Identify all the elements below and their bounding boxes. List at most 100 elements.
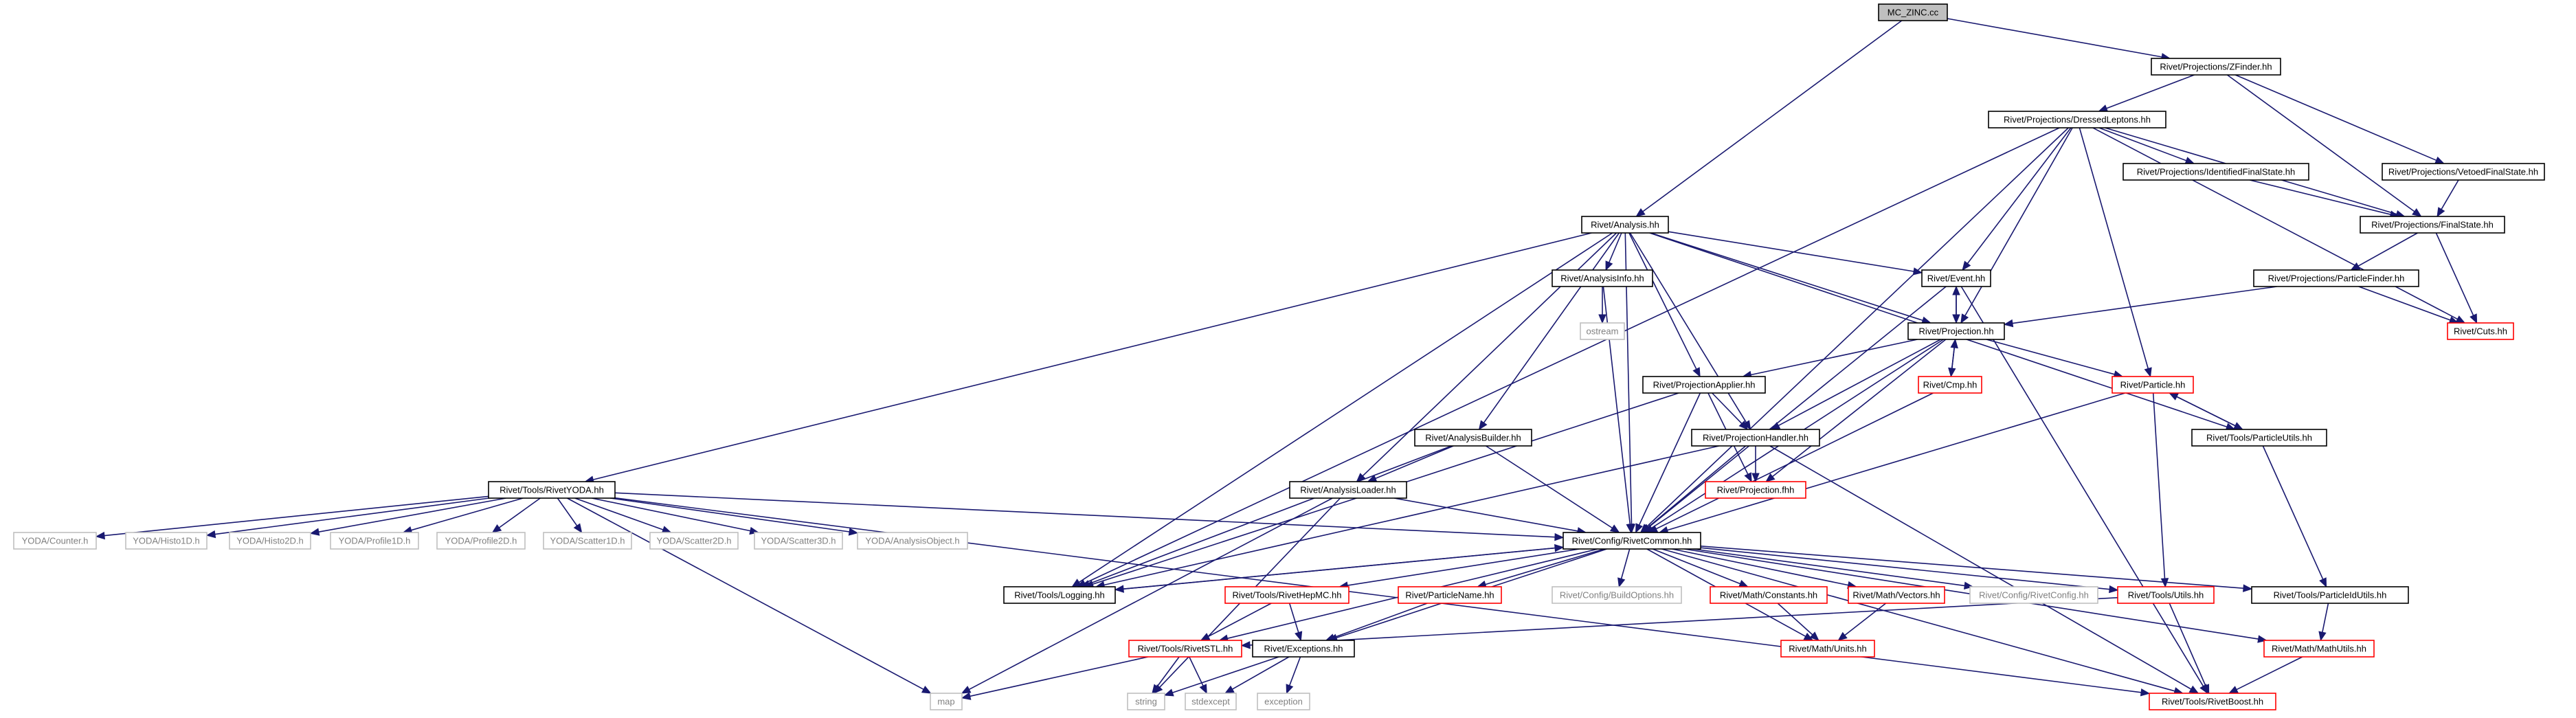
edge-arrowhead <box>1738 420 1749 430</box>
node-label: Rivet/Projections/ParticleFinder.hh <box>2268 273 2405 284</box>
node-exceptions[interactable]: Rivet/Exceptions.hh <box>1252 640 1355 658</box>
node-box <box>1580 322 1625 340</box>
node-hepmc[interactable]: Rivet/Tools/RivetHepMC.hh <box>1224 586 1349 604</box>
edge-line <box>2079 127 2149 369</box>
edge-idfs-to-finalstate <box>2249 179 2400 218</box>
node-box <box>2112 376 2194 394</box>
node-label: Rivet/Analysis.hh <box>1591 220 1659 230</box>
edge-hepmc-to-rivetstl <box>1200 603 1272 641</box>
node-label: Rivet/Config/RivetCommon.hh <box>1572 536 1692 546</box>
node-box <box>1780 640 1875 658</box>
node-vectors[interactable]: Rivet/Math/Vectors.hh <box>1848 586 1945 604</box>
edge-rivetyoda-to-yoda_ao <box>609 497 859 536</box>
edge-line <box>574 497 664 530</box>
edge-line <box>1648 445 1747 528</box>
node-mathunits[interactable]: Rivet/Math/Units.hh <box>1780 640 1875 658</box>
node-zfinder[interactable]: Rivet/Projections/ZFinder.hh <box>2151 58 2281 76</box>
edge-arrowhead <box>1478 420 1488 431</box>
node-rivetconfig: Rivet/Config/RivetConfig.hh <box>1969 586 2098 604</box>
edge-line <box>1288 656 1301 686</box>
node-projfhh[interactable]: Rivet/Projection.fhh <box>1705 481 1806 499</box>
node-label: Rivet/Particle.hh <box>2120 380 2186 390</box>
edge-line <box>1700 546 2244 589</box>
edge-rivetstl-to-map <box>961 656 1148 700</box>
edge-line <box>1650 232 1923 322</box>
edge-particle-to-toolsutils <box>2152 392 2169 588</box>
edge-arrowhead <box>961 686 972 694</box>
edge-line <box>1249 597 2118 646</box>
node-rivetcommon[interactable]: Rivet/Config/RivetCommon.hh <box>1563 532 1701 550</box>
node-pidutils[interactable]: Rivet/Tools/ParticleIdUtils.hh <box>2251 586 2409 604</box>
edge-line <box>1642 20 1903 212</box>
node-label: Rivet/AnalysisBuilder.hh <box>1425 433 1521 443</box>
node-projection[interactable]: Rivet/Projection.hh <box>1907 322 2005 340</box>
edge-line <box>1668 231 1914 272</box>
edge-rivetyoda-to-yoda_scatter3d <box>592 497 760 535</box>
node-label: YODA/Profile2D.h <box>445 536 517 546</box>
node-logging[interactable]: Rivet/Tools/Logging.hh <box>1003 586 1116 604</box>
node-cmp[interactable]: Rivet/Cmp.hh <box>1918 376 1982 394</box>
node-analysisbuilder[interactable]: Rivet/AnalysisBuilder.hh <box>1414 429 1532 447</box>
node-finalstate[interactable]: Rivet/Projections/FinalState.hh <box>2360 216 2505 234</box>
node-constants[interactable]: Rivet/Math/Constants.hh <box>1710 586 1828 604</box>
node-box <box>2117 586 2215 604</box>
node-label: YODA/Histo1D.h <box>133 536 200 546</box>
edge-line <box>969 497 1333 691</box>
node-projhandler[interactable]: Rivet/ProjectionHandler.hh <box>1691 429 1820 447</box>
edge-arrowhead <box>1325 633 1336 642</box>
edge-analysis-to-projapplier <box>1628 232 1701 378</box>
edge-line <box>2357 232 2418 267</box>
edge-arrowhead <box>961 692 972 700</box>
node-box <box>1252 640 1355 658</box>
node-toolsutils[interactable]: Rivet/Tools/Utils.hh <box>2117 586 2215 604</box>
node-box <box>1552 269 1653 287</box>
node-box <box>1988 111 2166 128</box>
edge-line <box>1333 603 1428 638</box>
node-mathutils[interactable]: Rivet/Math/MathUtils.hh <box>2263 640 2375 658</box>
edge-arrowhead <box>1952 285 1960 295</box>
node-event[interactable]: Rivet/Event.hh <box>1921 269 1991 287</box>
edge-line <box>2176 396 2243 430</box>
edge-arrowhead <box>2469 313 2478 324</box>
edge-exceptions-to-stdexcept <box>1224 656 1290 694</box>
node-particle[interactable]: Rivet/Particle.hh <box>2112 376 2194 394</box>
edge-line <box>2106 74 2195 109</box>
node-analysisinfo[interactable]: Rivet/AnalysisInfo.hh <box>1552 269 1653 287</box>
edge-line <box>1692 548 1965 587</box>
edge-arrowhead <box>2109 585 2119 594</box>
node-idfs[interactable]: Rivet/Projections/IdentifiedFinalState.h… <box>2123 163 2309 181</box>
node-particlefinder[interactable]: Rivet/Projections/ParticleFinder.hh <box>2253 269 2419 287</box>
node-projapplier[interactable]: Rivet/ProjectionApplier.hh <box>1642 376 1766 394</box>
node-dressed[interactable]: Rivet/Projections/DressedLeptons.hh <box>1988 111 2166 128</box>
edge-line <box>1629 232 1747 423</box>
node-cuts[interactable]: Rivet/Cuts.hh <box>2447 322 2514 340</box>
edge-arrowhead <box>2003 319 2014 328</box>
node-rivetstl[interactable]: Rivet/Tools/RivetSTL.hh <box>1128 640 1242 658</box>
edge-projection-to-particle <box>1986 339 2124 379</box>
node-label: Rivet/Tools/RivetSTL.hh <box>1138 644 1233 654</box>
edge-arrowhead <box>1609 524 1620 533</box>
node-vetoed[interactable]: Rivet/Projections/VetoedFinalState.hh <box>2382 163 2545 181</box>
node-mc_zinc[interactable]: MC_ZINC.cc <box>1878 3 1948 21</box>
node-box <box>1003 586 1116 604</box>
edge-rivetyoda-to-rivetboost <box>614 497 2151 697</box>
edge-finalstate-to-cuts <box>2435 232 2478 324</box>
node-particleutils[interactable]: Rivet/Tools/ParticleUtils.hh <box>2191 429 2327 447</box>
node-analysis[interactable]: Rivet/Analysis.hh <box>1581 216 1669 234</box>
edge-line <box>411 497 524 531</box>
edge-dressed-to-event <box>1962 127 2072 271</box>
node-analysisloader[interactable]: Rivet/AnalysisLoader.hh <box>1289 481 1407 499</box>
edge-arrowhead <box>1152 684 1161 695</box>
node-string: string <box>1127 693 1165 710</box>
edge-analysisbuilder-to-analysisloader <box>1367 445 1454 482</box>
edge-rivetyoda-to-yoda_profile2d <box>491 497 541 533</box>
edge-dressed-to-projection <box>1960 127 2073 324</box>
node-rivetyoda[interactable]: Rivet/Tools/RivetYODA.hh <box>488 481 616 499</box>
edge-event-to-rivetboost <box>1960 286 2208 695</box>
node-label: Rivet/Config/RivetConfig.hh <box>1979 590 2089 601</box>
edge-arrowhead <box>1605 260 1613 271</box>
edge-line <box>970 656 1148 697</box>
edge-line <box>1646 127 2069 528</box>
node-particlename[interactable]: Rivet/ParticleName.hh <box>1398 586 1502 604</box>
node-rivetboost[interactable]: Rivet/Tools/RivetBoost.hh <box>2149 693 2276 710</box>
